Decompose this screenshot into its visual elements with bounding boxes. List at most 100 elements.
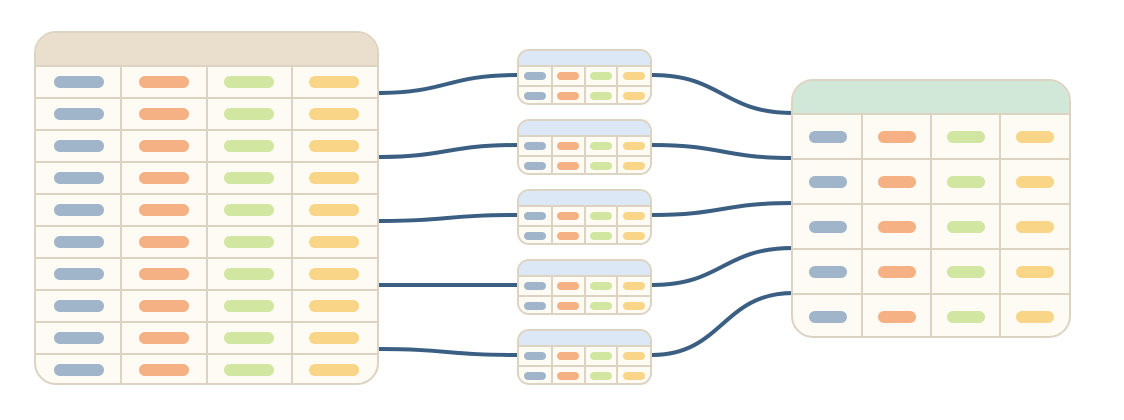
source-table-cell-placeholder xyxy=(309,140,360,152)
partition-table-column-divider xyxy=(616,137,619,173)
target-table-cell-placeholder xyxy=(877,175,916,188)
partition-table-column-divider xyxy=(583,137,586,173)
partition-table-cell-placeholder xyxy=(557,352,580,360)
partition-table-row-divider xyxy=(519,135,650,137)
partition-table-cell-placeholder xyxy=(589,162,612,170)
target-table-cell-placeholder xyxy=(808,220,847,233)
source-table-cell-placeholder xyxy=(224,108,275,120)
partition-table-cell-placeholder xyxy=(589,232,612,240)
source-table-row-divider xyxy=(36,65,377,67)
partition-table-column-divider xyxy=(583,67,586,103)
partition-table-cell-placeholder xyxy=(524,212,547,220)
partition-table-row-divider xyxy=(519,275,650,277)
partition-table-cell-placeholder xyxy=(557,302,580,310)
target-table-column-divider xyxy=(861,115,863,336)
partition-table-cell-placeholder xyxy=(557,282,580,290)
partition-table-cell-placeholder xyxy=(524,282,547,290)
partition-table-row-divider xyxy=(519,205,650,207)
partition-table-column-divider xyxy=(550,67,553,103)
partition-table xyxy=(517,49,652,105)
partition-table-cell-placeholder xyxy=(557,92,580,100)
source-table-cell-placeholder xyxy=(224,364,275,376)
partition-table-cell-placeholder xyxy=(557,212,580,220)
source-table-cell-placeholder xyxy=(138,76,189,88)
partition-table-cell-placeholder xyxy=(622,142,645,150)
source-table-cell-placeholder xyxy=(309,332,360,344)
partition-table-column-divider xyxy=(616,347,619,383)
target-table-cell-placeholder xyxy=(946,220,985,233)
partition-table-column-divider xyxy=(583,207,586,243)
source-table-cell-placeholder xyxy=(138,140,189,152)
source-to-partition-connector xyxy=(375,143,519,159)
source-table-cell-placeholder xyxy=(138,236,189,248)
partition-to-target-connector xyxy=(650,291,795,357)
partition-table-row-divider xyxy=(519,65,650,67)
partition-table-cell-placeholder xyxy=(622,372,645,380)
target-table-cell-placeholder xyxy=(808,130,847,143)
partition-table-cell-placeholder xyxy=(589,72,612,80)
partition-table-cell-placeholder xyxy=(524,352,547,360)
partition-table-header xyxy=(519,191,650,207)
source-table-cell-placeholder xyxy=(224,140,275,152)
partition-table-column-divider xyxy=(616,277,619,313)
partition-table-column-divider xyxy=(550,347,553,383)
partition-table-cell-placeholder xyxy=(622,282,645,290)
source-table-cell-placeholder xyxy=(224,236,275,248)
partition-table-cell-placeholder xyxy=(524,302,547,310)
partition-to-target-connector xyxy=(650,246,795,287)
source-table-cell-placeholder xyxy=(138,204,189,216)
target-table-cell-placeholder xyxy=(946,130,985,143)
target-table-cell-placeholder xyxy=(877,310,916,323)
partition-table-cell-placeholder xyxy=(589,282,612,290)
source-to-partition-connector xyxy=(375,73,519,95)
target-table-cell-placeholder xyxy=(808,265,847,278)
target-table-column-divider xyxy=(930,115,932,336)
partition-table-cell-placeholder xyxy=(589,92,612,100)
source-table-cell-placeholder xyxy=(309,76,360,88)
partition-table-cell-placeholder xyxy=(557,372,580,380)
source-table-cell-placeholder xyxy=(138,332,189,344)
source-table-cell-placeholder xyxy=(53,172,104,184)
source-table-cell-placeholder xyxy=(53,140,104,152)
source-table-cell-placeholder xyxy=(224,300,275,312)
partition-table-cell-placeholder xyxy=(524,162,547,170)
partition-table-header xyxy=(519,261,650,277)
partition-table xyxy=(517,259,652,315)
source-table-cell-placeholder xyxy=(53,300,104,312)
partition-table-row-divider xyxy=(519,345,650,347)
partition-table xyxy=(517,119,652,175)
partition-table-cell-placeholder xyxy=(557,142,580,150)
partition-table-cell-placeholder xyxy=(524,92,547,100)
partition-table-column-divider xyxy=(550,277,553,313)
source-table-cell-placeholder xyxy=(224,268,275,280)
partition-table-cell-placeholder xyxy=(589,212,612,220)
target-table-cell-placeholder xyxy=(946,265,985,278)
target-table-cell-placeholder xyxy=(877,265,916,278)
source-table-cell-placeholder xyxy=(138,364,189,376)
target-table-cell-placeholder xyxy=(1015,220,1054,233)
source-table-header xyxy=(36,33,377,67)
partition-table-cell-placeholder xyxy=(589,352,612,360)
source-table-column-divider xyxy=(120,67,123,383)
partition-table-cell-placeholder xyxy=(557,162,580,170)
partition-table-cell-placeholder xyxy=(622,352,645,360)
source-table xyxy=(34,31,379,385)
partition-table-cell-placeholder xyxy=(622,212,645,220)
source-table-cell-placeholder xyxy=(309,172,360,184)
partition-table xyxy=(517,329,652,385)
partition-table-cell-placeholder xyxy=(524,72,547,80)
partition-table-cell-placeholder xyxy=(622,162,645,170)
source-table-cell-placeholder xyxy=(309,236,360,248)
source-table-cell-placeholder xyxy=(138,172,189,184)
partition-table-cell-placeholder xyxy=(622,72,645,80)
source-table-cell-placeholder xyxy=(53,108,104,120)
source-table-cell-placeholder xyxy=(138,108,189,120)
partition-table-cell-placeholder xyxy=(622,92,645,100)
partition-table-column-divider xyxy=(550,137,553,173)
target-table-row-divider xyxy=(793,113,1069,115)
source-to-partition-connector xyxy=(375,213,519,223)
partition-table xyxy=(517,189,652,245)
partition-table-cell-placeholder xyxy=(589,142,612,150)
partition-table-header xyxy=(519,121,650,137)
